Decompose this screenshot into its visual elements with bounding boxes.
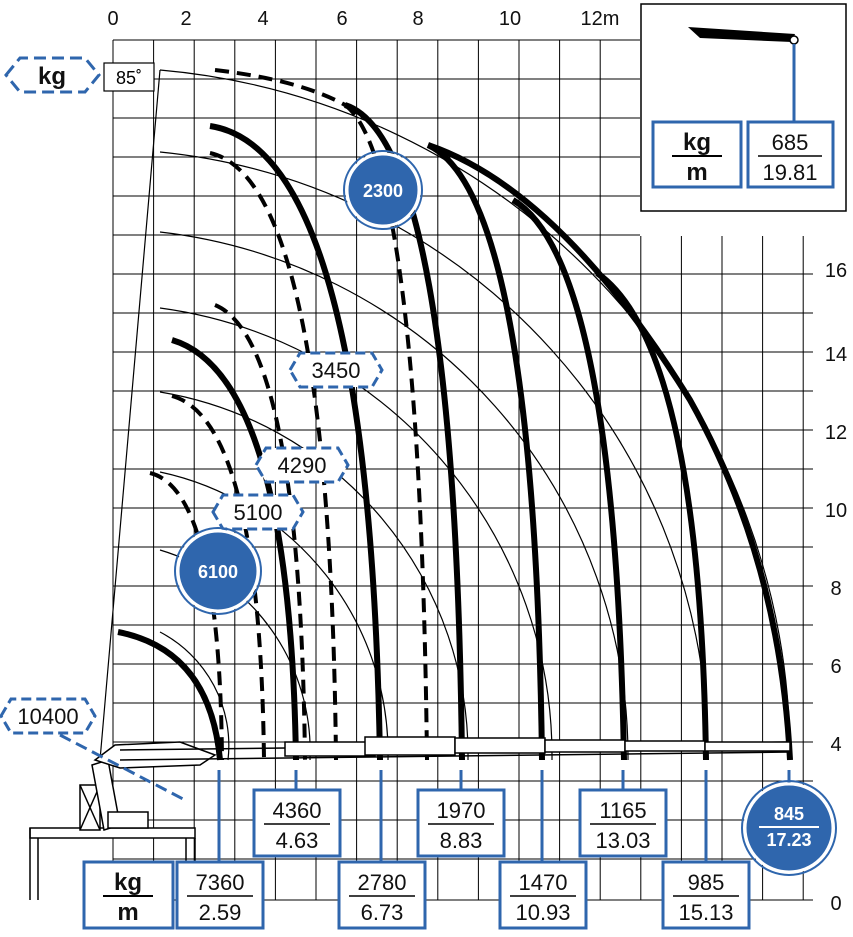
boom-arc — [159, 471, 389, 761]
svg-text:1165: 1165 — [599, 798, 646, 823]
svg-text:4360: 4360 — [273, 798, 322, 823]
bottom-unit-box: kg m — [82, 860, 175, 930]
outreach-bubble-845: 845 17.23 — [741, 770, 837, 876]
inset-unit-top: kg — [683, 129, 711, 156]
boom-arc — [159, 231, 629, 761]
svg-text:6.73: 6.73 — [361, 900, 404, 925]
x-tick-label: 2 — [180, 8, 191, 30]
y-tick-label: 10 — [825, 500, 847, 522]
x-tick-label: 4 — [257, 8, 268, 30]
y-tick-label: 6 — [830, 656, 841, 678]
outreach-label: 4360 4.63 — [252, 770, 342, 858]
svg-text:kg: kg — [114, 869, 142, 896]
svg-text:985: 985 — [688, 870, 725, 895]
load-curve — [344, 102, 465, 761]
outreach-label: 1470 10.93 — [498, 770, 588, 930]
outreach-label: 1165 13.03 — [578, 770, 668, 858]
capacity-bubble-2300: 2300 — [343, 150, 423, 230]
x-tick-label: 8 — [412, 8, 423, 30]
y-tick-label: 4 — [830, 734, 841, 756]
capacity-bubble-6100: 6100 — [174, 527, 262, 615]
load-curve-dashed — [214, 303, 307, 761]
svg-text:4290: 4290 — [278, 453, 327, 478]
y-axis-ticks: 16 14 12 10 8 6 4 0 — [825, 260, 847, 915]
load-curves — [117, 68, 793, 761]
boom-limit-line — [99, 69, 161, 761]
svg-text:6100: 6100 — [198, 562, 238, 582]
svg-text:m: m — [117, 899, 138, 926]
boom-arc — [159, 631, 230, 761]
load-curve — [426, 142, 545, 761]
inset-unit-bottom: m — [686, 159, 707, 186]
svg-text:3450: 3450 — [312, 358, 361, 383]
y-tick-label: 14 — [825, 344, 847, 366]
svg-text:7360: 7360 — [196, 870, 245, 895]
legend-unit-label: kg — [38, 63, 66, 90]
unit-legend: kg 85˚ — [4, 56, 155, 94]
capacity-labels: 10400 5100 4290 3450 — [0, 351, 384, 802]
angle-label: 85˚ — [116, 68, 142, 88]
y-tick-label: 16 — [825, 260, 847, 282]
crane-base-icon — [29, 736, 791, 905]
outreach-label: 985 15.13 — [661, 770, 751, 930]
svg-text:845: 845 — [774, 804, 804, 824]
svg-text:2300: 2300 — [363, 181, 403, 201]
outreach-label: 1970 8.83 — [416, 770, 506, 858]
outreach-label: 2780 6.73 — [337, 770, 427, 930]
svg-text:4.63: 4.63 — [276, 828, 319, 853]
capacity-label: 3450 — [288, 351, 384, 389]
svg-text:17.23: 17.23 — [766, 830, 811, 850]
capacity-label: 4290 — [254, 446, 350, 484]
load-curve — [209, 123, 383, 761]
load-curve — [511, 197, 627, 761]
capacity-leader-line — [59, 733, 186, 802]
svg-text:10.93: 10.93 — [515, 900, 570, 925]
outreach-labels: 7360 2.59 4360 4.63 2780 6.73 1970 8.83 1470 10.9… — [175, 770, 751, 930]
y-tick-label: 12 — [825, 422, 847, 444]
inset-load: 685 — [772, 130, 809, 155]
y-tick-label: 0 — [830, 893, 841, 915]
load-curve — [117, 629, 223, 761]
x-tick-label: 10 — [499, 8, 521, 30]
svg-text:2.59: 2.59 — [199, 900, 242, 925]
x-tick-label: 12m — [581, 8, 620, 30]
load-curve — [427, 142, 793, 761]
boom-arc — [159, 69, 791, 761]
svg-text:8.83: 8.83 — [440, 828, 483, 853]
svg-text:1470: 1470 — [519, 870, 568, 895]
capacity-label: 10400 — [0, 697, 97, 735]
svg-text:10400: 10400 — [17, 704, 78, 729]
svg-text:15.13: 15.13 — [678, 900, 733, 925]
boom-arc — [159, 151, 709, 761]
y-tick-label: 8 — [830, 578, 841, 600]
load-curve-dashed — [209, 151, 338, 761]
x-tick-label: 6 — [336, 8, 347, 30]
max-outreach-inset: kg m 685 19.81 — [640, 3, 847, 212]
outreach-label: 7360 2.59 — [175, 770, 265, 930]
x-tick-label: 0 — [107, 8, 118, 30]
svg-text:13.03: 13.03 — [595, 828, 650, 853]
load-curve-dashed — [171, 394, 266, 761]
inset-reach: 19.81 — [762, 160, 817, 185]
capacity-label: 5100 — [211, 493, 305, 531]
load-curve-dashed — [343, 103, 429, 761]
svg-text:5100: 5100 — [234, 500, 283, 525]
load-curve-dashed — [214, 68, 346, 107]
x-axis-ticks: 0 2 4 6 8 10 12m — [107, 8, 619, 30]
svg-text:2780: 2780 — [358, 870, 407, 895]
svg-text:1970: 1970 — [437, 798, 486, 823]
